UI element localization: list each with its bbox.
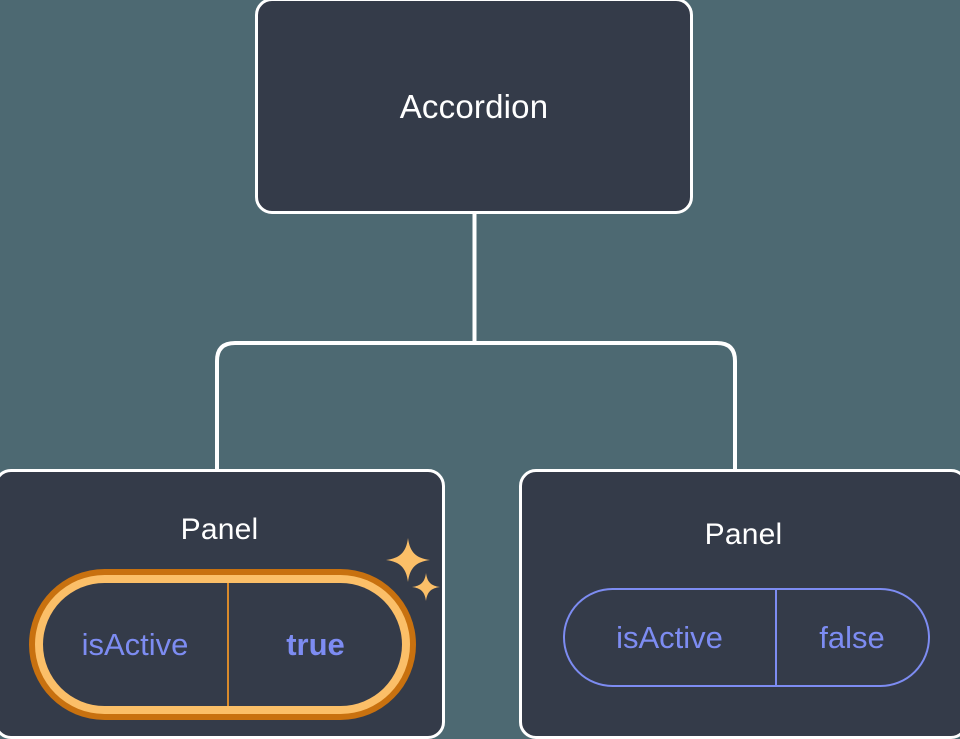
tree-node-panel-inactive[interactable]: Panel isActive false xyxy=(519,469,960,739)
prop-pill-highlighted[interactable]: isActive true xyxy=(29,569,416,720)
node-title: Panel xyxy=(704,518,783,551)
panel-content: Panel isActive true xyxy=(0,472,442,720)
node-title: Accordion xyxy=(399,87,549,125)
prop-value: true xyxy=(286,627,345,662)
prop-pill[interactable]: isActive false xyxy=(562,588,930,687)
tree-node-panel-active[interactable]: Panel isActive true xyxy=(0,469,445,739)
prop-value: false xyxy=(819,620,885,655)
panel-content: Panel isActive false xyxy=(522,472,960,687)
prop-key-cell: isActive xyxy=(565,590,777,685)
tree-node-accordion[interactable]: Accordion xyxy=(255,0,693,214)
node-title: Panel xyxy=(180,513,259,546)
connector-child-bus xyxy=(215,341,737,470)
prop-key: isActive xyxy=(616,620,723,655)
prop-value-cell: true xyxy=(229,583,402,706)
prop-key-cell: isActive xyxy=(43,583,229,706)
prop-key: isActive xyxy=(81,627,189,662)
prop-value-cell: false xyxy=(777,590,928,685)
prop-pill-ring: isActive true xyxy=(35,575,410,714)
prop-pill-body: isActive true xyxy=(43,583,402,706)
